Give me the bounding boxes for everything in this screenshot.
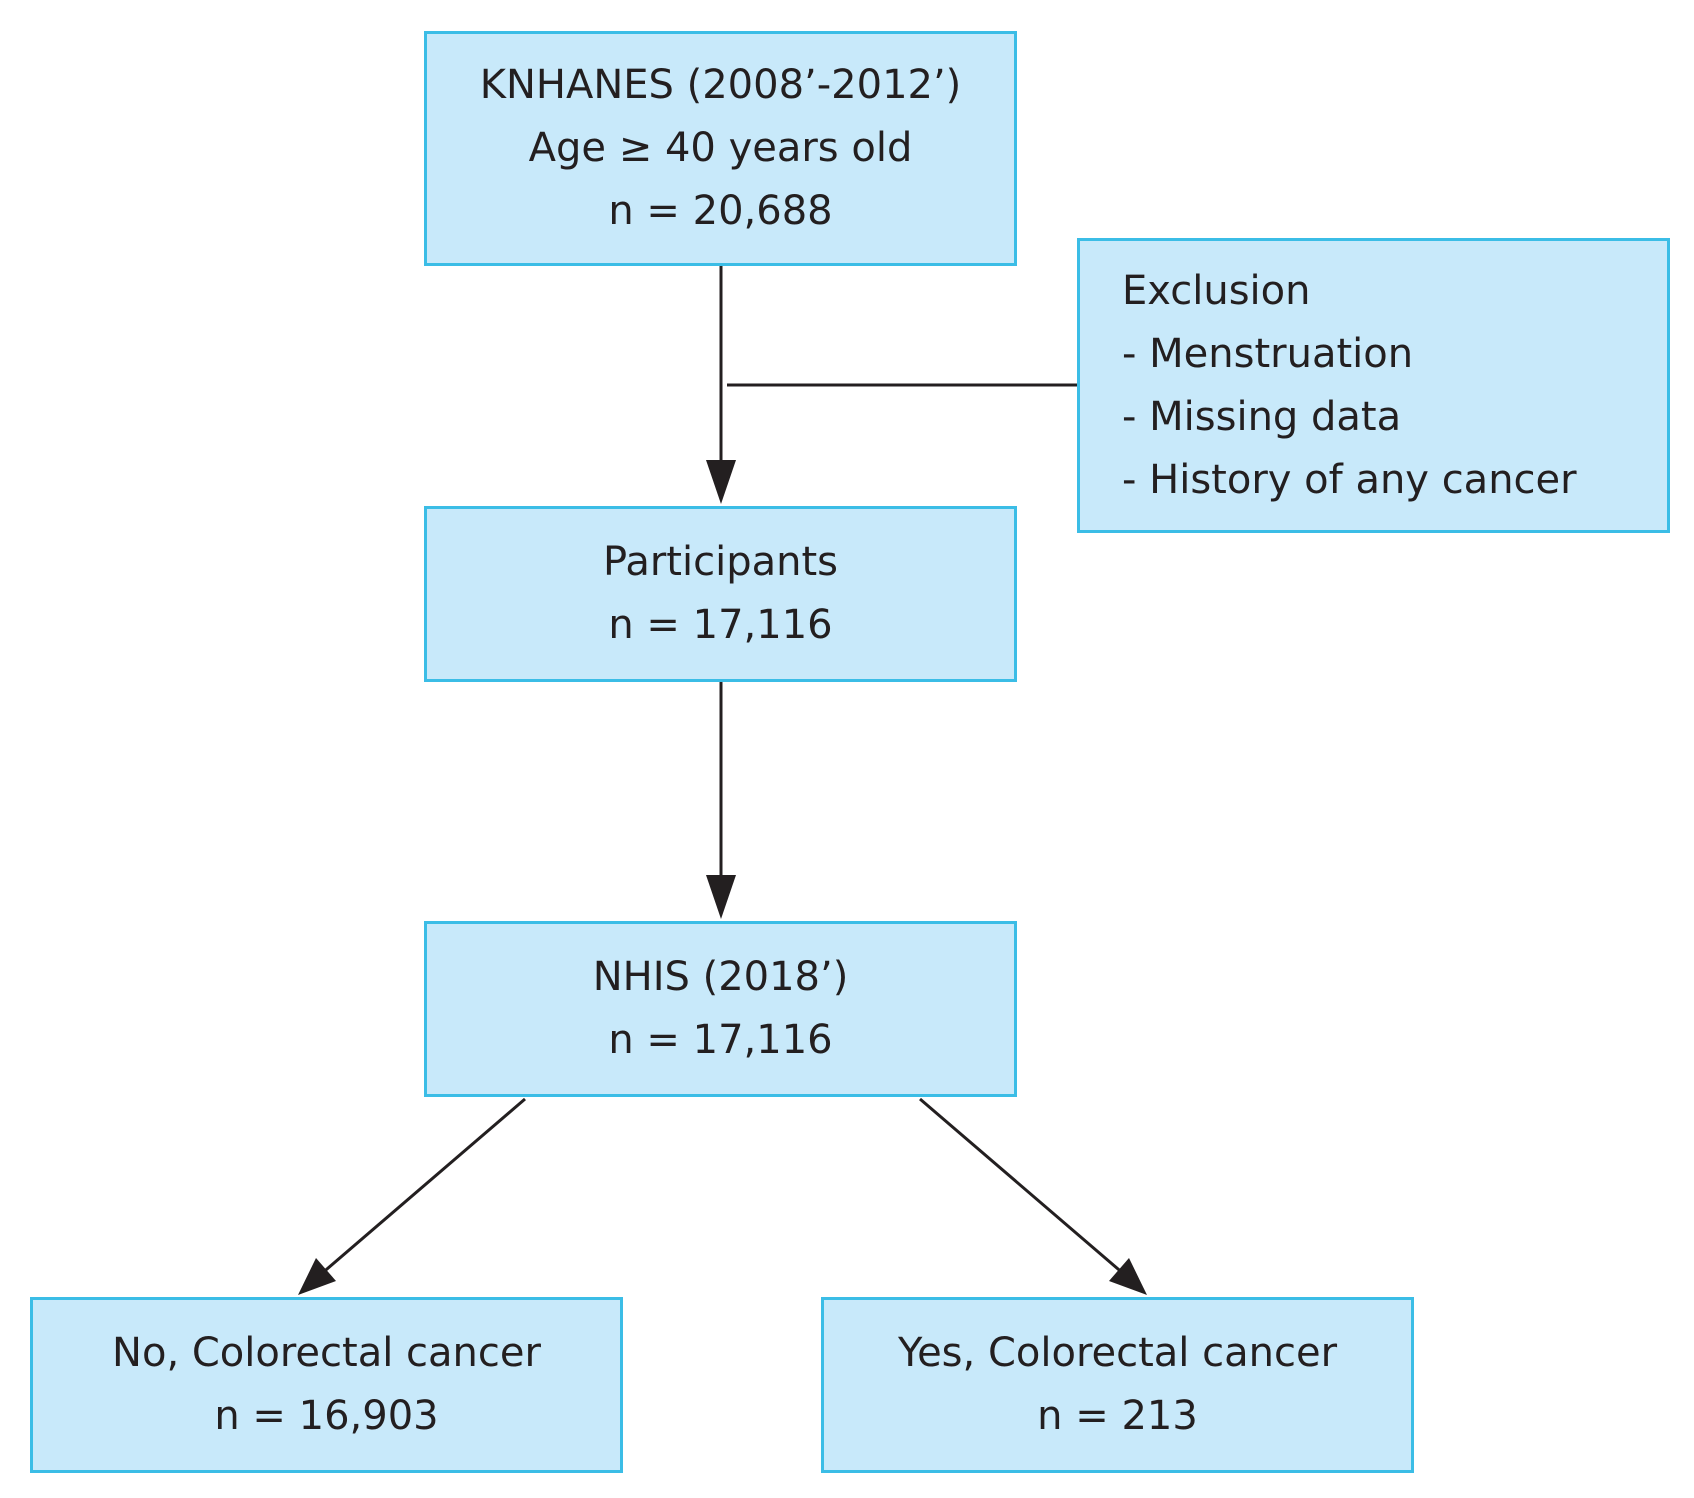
nhis-title: NHIS (2018’) [592, 954, 849, 1000]
knhanes-title: KNHANES (2008’-2012’) [479, 62, 962, 108]
yes-crc-title: Yes, Colorectal cancer [897, 1330, 1338, 1376]
participants-title: Participants [603, 539, 838, 585]
arrowhead-nhis [706, 875, 736, 919]
yes-crc-box: Yes, Colorectal cancer n = 213 [821, 1297, 1414, 1473]
no-crc-title: No, Colorectal cancer [112, 1330, 541, 1376]
nhis-box: NHIS (2018’) n = 17,116 [424, 921, 1017, 1097]
participants-count: n = 17,116 [608, 602, 833, 648]
exclusion-box: Exclusion - Menstruation - Missing data … [1077, 238, 1670, 533]
no-crc-box: No, Colorectal cancer n = 16,903 [30, 1297, 623, 1473]
knhanes-age-criteria: Age ≥ 40 years old [528, 125, 913, 171]
arrowhead-participants [706, 460, 736, 504]
exclusion-item-menstruation: - Menstruation [1122, 330, 1414, 377]
nhis-count: n = 17,116 [608, 1017, 833, 1063]
arrow-nhis-to-no-crc [319, 1097, 526, 1277]
exclusion-item-cancer-history: - History of any cancer [1122, 456, 1577, 503]
participants-box: Participants n = 17,116 [424, 506, 1017, 682]
arrow-nhis-to-yes-crc [919, 1097, 1126, 1277]
exclusion-item-missing-data: - Missing data [1122, 393, 1402, 440]
arrowhead-yes-crc [1109, 1258, 1147, 1295]
knhanes-count: n = 20,688 [608, 188, 833, 234]
no-crc-count: n = 16,903 [214, 1393, 439, 1439]
exclusion-title: Exclusion [1122, 267, 1311, 314]
arrowhead-no-crc [298, 1258, 336, 1295]
knhanes-box: KNHANES (2008’-2012’) Age ≥ 40 years old… [424, 31, 1017, 266]
yes-crc-count: n = 213 [1037, 1393, 1198, 1439]
